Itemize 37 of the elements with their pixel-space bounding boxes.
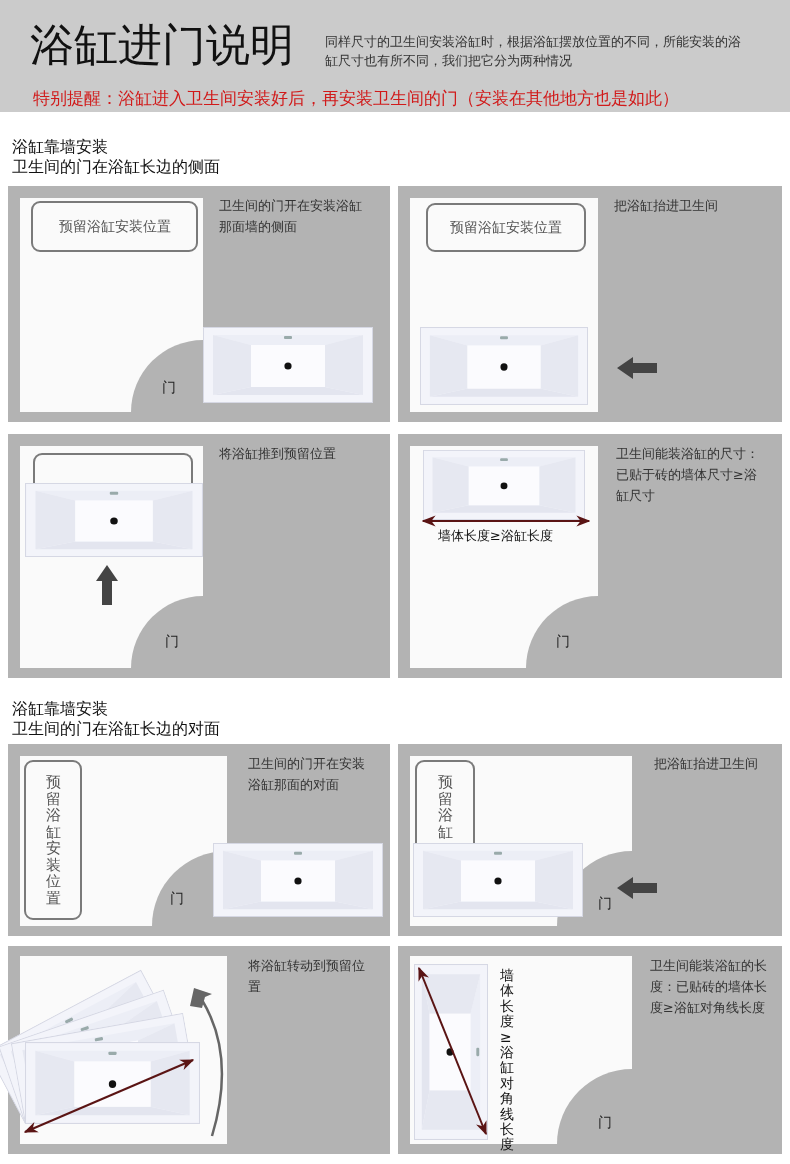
reserved-area-box [31,201,198,252]
door-label: 门 [556,633,570,651]
page-title: 浴缸进门说明 [30,18,294,72]
reserved-area-box [426,203,586,252]
door-label: 门 [598,895,612,913]
description-text: 同样尺寸的卫生间安装浴缸时，根据浴缸摆放位置的不同，所能安装的浴缸尺寸也有所不同，我们把它分为两种情况 [325,33,742,70]
step-panel [398,434,782,678]
area-label: 预留浴缸安装位置 [45,774,61,906]
section-heading: 浴缸靠墙安装 [12,699,108,720]
door-label: 门 [170,890,184,908]
step-caption: 卫生间的门开在安装浴缸那面墙的侧面 [219,197,363,236]
dimension-label: 墙体长度≥浴缸对角线长度 [500,968,514,1153]
step-caption: 把浴缸抬进卫生间 [654,755,759,773]
area-label: 预留浴缸安装位置 [450,218,562,237]
door-label: 门 [162,379,176,397]
step-caption: 把浴缸抬进卫生间 [614,197,719,215]
area-label: 预留浴缸安装位置 [58,217,171,236]
step-panel [8,434,390,678]
dimension-label: 墙体长度≥浴缸长度 [438,527,553,545]
step-caption: 将浴缸转动到预留位置 [248,957,366,996]
step-caption: 卫生间的门开在安装浴缸那面的对面 [248,755,366,794]
step-caption: 卫生间能装浴缸的长度：已贴砖的墙体长度≥浴缸对角线长度 [650,957,768,1017]
warning-note: 特别提醒：浴缸进入卫生间安装好后，再安装卫生间的门（安装在其他地方也是如此） [33,87,680,110]
step-panel [398,744,782,936]
step-caption: 将浴缸推到预留位置 [219,445,337,463]
door-label: 门 [165,633,179,651]
step-panel [8,744,390,936]
door-label: 门 [598,1114,612,1132]
section-heading: 浴缸靠墙安装 [12,137,108,158]
step-panel [398,946,782,1154]
step-panel [8,186,390,422]
section-heading: 卫生间的门在浴缸长边的对面 [12,719,220,740]
section-heading: 卫生间的门在浴缸长边的侧面 [12,157,220,178]
area-label: 预留浴缸 [437,774,453,840]
step-panel [398,186,782,422]
reserved-area-box [24,760,82,920]
step-caption: 卫生间能装浴缸的尺寸：已贴于砖的墙体尺寸≥浴缸尺寸 [616,445,760,505]
